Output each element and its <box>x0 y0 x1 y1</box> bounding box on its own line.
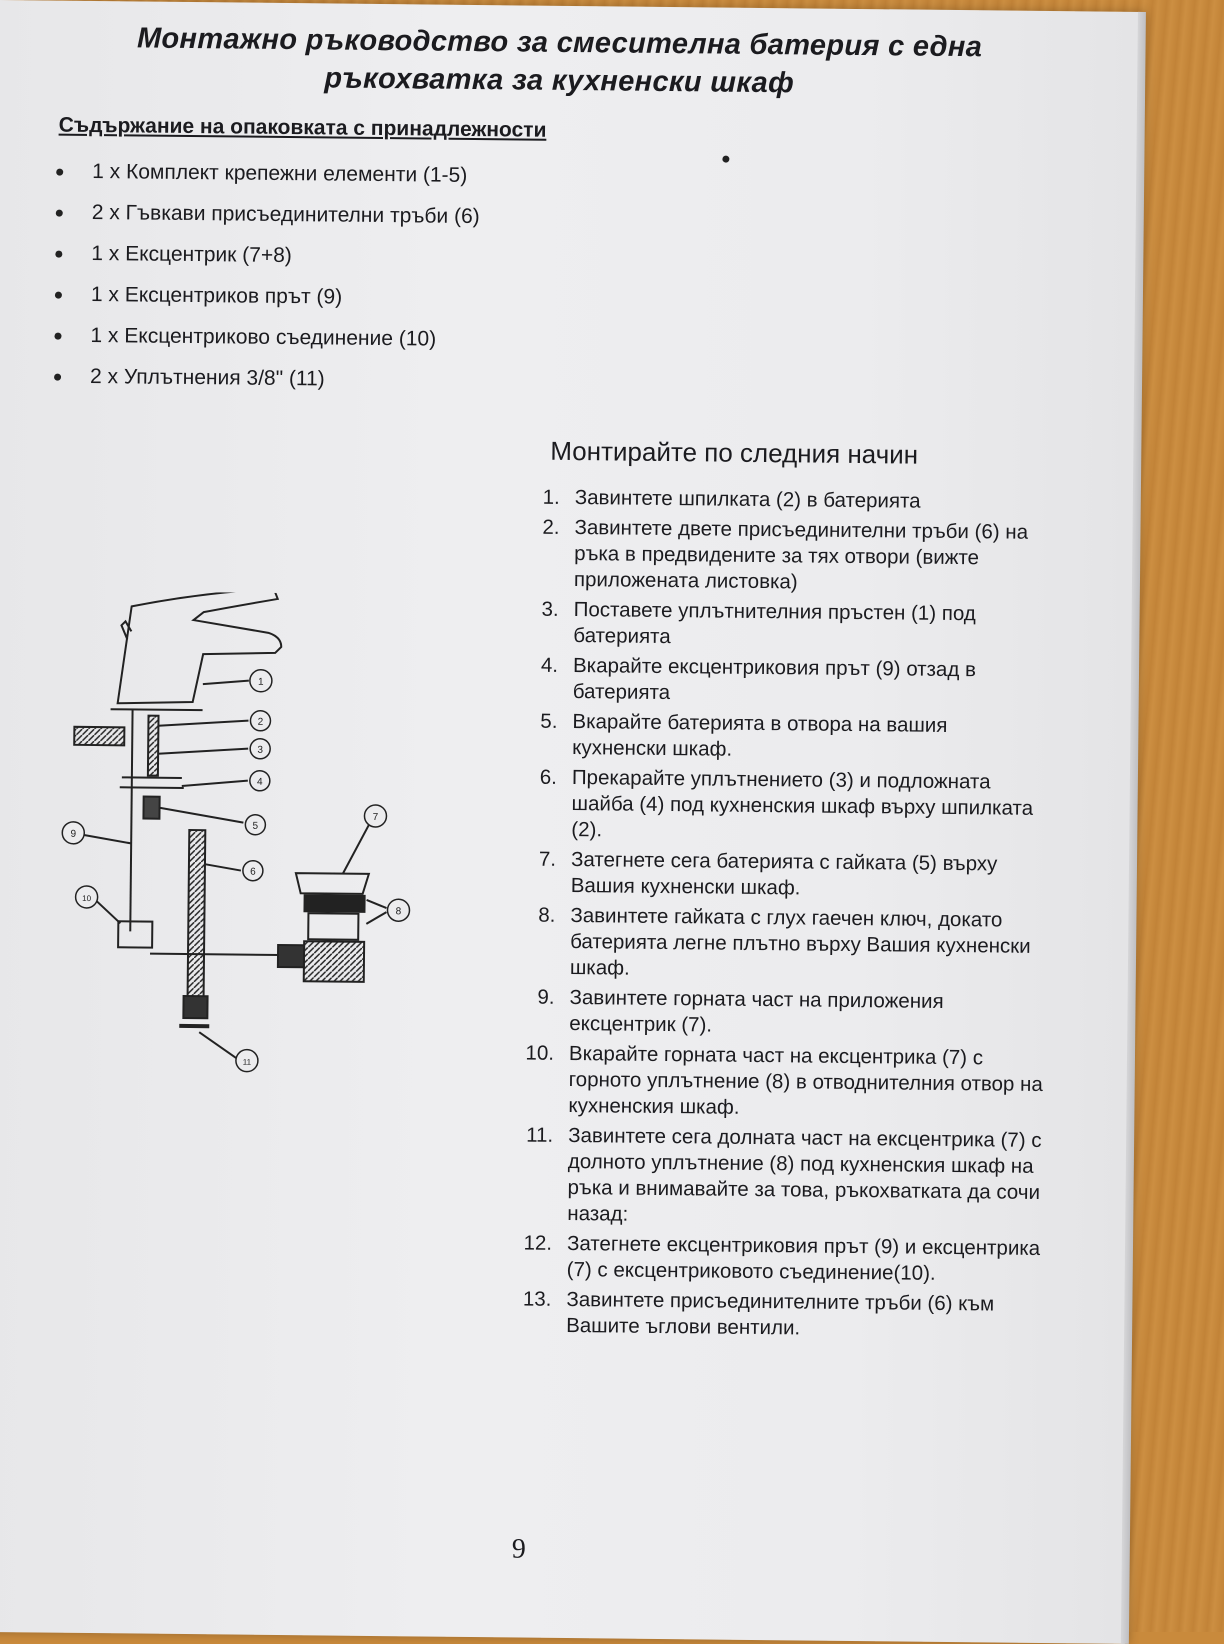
install-step: 6. Прекарайте уплътнението (3) и подложна… <box>506 764 1047 848</box>
callout-line <box>205 864 241 870</box>
step-text: Вкарайте горната част на ексцентрика (7)… <box>568 1041 1044 1124</box>
install-step: 10. Вкарайте горната част на ексцентрика … <box>503 1040 1044 1124</box>
callout-label: 11 <box>243 1058 252 1067</box>
step-number: 8. <box>505 902 555 929</box>
callout-label: 9 <box>70 829 76 840</box>
callout-line <box>96 901 120 923</box>
step-text: Вкарайте ексцентриковия прът (9) отзад в… <box>573 653 1049 710</box>
install-step: 7. Затегнете сега батерията с гайката (5)… <box>506 846 1047 904</box>
stray-mark <box>722 156 729 163</box>
step-number: 3. <box>509 596 559 623</box>
step-text: Завинтете шпилката (2) в батерията <box>575 485 1050 516</box>
callout-line <box>182 780 248 787</box>
callout-line <box>366 912 386 924</box>
callout-line <box>199 1032 237 1058</box>
callout-label: 8 <box>396 906 402 917</box>
contents-item: 1 х Ексцентрик (7+8) <box>47 241 479 287</box>
callout-line <box>367 900 387 908</box>
manual-page: Монтажно ръководство за смесителна батер… <box>0 0 1142 1644</box>
step-number: 13. <box>501 1286 551 1313</box>
hose-fitting <box>183 996 207 1018</box>
install-step: 1. Завинтете шпилката (2) в батерията <box>510 484 1050 516</box>
step-text: Поставете уплътнителния пръстен (1) под … <box>573 597 1049 654</box>
install-step: 12. Затегнете ексцентриковия прът (9) и е… <box>502 1230 1043 1288</box>
install-step: 8. Завинтете гайката с глух гаечен ключ, … <box>505 902 1046 986</box>
step-text: Завинтете двете присъединителни тръби (6… <box>574 515 1050 598</box>
eccentric-connector <box>118 921 152 947</box>
drain-side-fitting <box>278 945 304 967</box>
install-step: 5. Вкарайте батерията в отвора на вашия к… <box>507 708 1048 766</box>
flexible-hose <box>187 830 205 1010</box>
threaded-stud <box>148 716 159 776</box>
callout-line <box>158 748 248 755</box>
install-step: 13. Завинтете присъединителните тръби (6)… <box>501 1286 1042 1344</box>
callout-label: 1 <box>258 677 264 688</box>
step-number: 9. <box>504 984 554 1011</box>
faucet-assembly-diagram: 1 2 3 4 5 6 7 8 9 10 11 <box>48 591 453 1115</box>
step-number: 12. <box>502 1230 552 1257</box>
step-number: 4. <box>508 652 558 679</box>
page-title: Монтажно ръководство за смесителна батер… <box>99 19 1020 105</box>
drain-upper-seal <box>304 895 364 912</box>
step-number: 11. <box>503 1122 553 1149</box>
step-number: 7. <box>506 846 556 873</box>
callout-line <box>158 720 248 727</box>
drain-top <box>296 873 369 894</box>
step-number: 2. <box>509 514 559 541</box>
contents-item: 1 х Ексцентриков прът (9) <box>47 282 479 328</box>
step-text: Прекарайте уплътнението (3) и подложната… <box>571 765 1047 848</box>
washer <box>120 787 184 788</box>
install-heading: Монтирайте по следния начин <box>550 436 918 471</box>
contents-list: 1 х Комплект крепежни елементи (1-5) 2 х… <box>46 159 481 410</box>
callout-label: 4 <box>257 777 263 788</box>
page-content: Монтажно ръководство за смесителна батер… <box>0 0 1142 1644</box>
contents-item: 2 х Гъвкави присъединителни тръби (6) <box>47 200 479 246</box>
step-text: Затегнете сега батерията с гайката (5) в… <box>571 847 1047 904</box>
step-number: 6. <box>507 764 557 791</box>
step-number: 5. <box>507 708 557 735</box>
install-step: 4. Вкарайте ексцентриковия прът (9) отзад… <box>508 652 1049 710</box>
step-text: Затегнете ексцентриковия прът (9) и ексц… <box>567 1231 1043 1288</box>
step-text: Завинтете горната част на приложения екс… <box>569 985 1045 1042</box>
callout-line <box>203 680 249 684</box>
page-number: 9 <box>512 1533 526 1565</box>
contents-item: 1 х Комплект крепежни елементи (1-5) <box>48 159 480 205</box>
install-step: 2. Завинтете двете присъединителни тръби … <box>509 514 1050 598</box>
step-text: Завинтете присъединителните тръби (6) къ… <box>566 1287 1042 1344</box>
contents-item: 1 х Ексцентриково съединение (10) <box>46 323 478 369</box>
step-text: Завинтете гайката с глух гаечен ключ, до… <box>570 903 1046 986</box>
install-step: 9. Завинтете горната част на приложения е… <box>504 984 1045 1042</box>
counter-top-line <box>111 709 203 710</box>
install-steps: 1. Завинтете шпилката (2) в батерията 2. З… <box>501 484 1050 1348</box>
callout-line <box>159 808 243 823</box>
countertop-section <box>74 727 124 746</box>
contents-heading: Съдържание на опаковката с принадлежност… <box>59 114 547 143</box>
drain-lower-part <box>304 941 364 982</box>
callout-label: 2 <box>258 717 264 728</box>
step-number: 10. <box>504 1040 554 1067</box>
contents-item: 2 х Уплътнения 3/8" (11) <box>46 364 478 410</box>
eccentric-bar <box>150 954 280 955</box>
step-text: Завинтете сега долната част на ексцентри… <box>567 1123 1043 1232</box>
callout-line <box>343 824 370 874</box>
step-text: Вкарайте батерията в отвора на вашия кух… <box>572 709 1048 766</box>
drain-body <box>308 913 358 940</box>
callout-line <box>83 835 131 844</box>
callout-label: 6 <box>250 867 256 878</box>
callout-label: 7 <box>373 812 379 823</box>
callout-label: 3 <box>257 745 263 756</box>
callout-label: 10 <box>82 894 92 903</box>
eccentric-rod <box>130 709 132 931</box>
gasket <box>122 777 182 778</box>
nut <box>143 797 159 819</box>
install-step: 3. Поставете уплътнителния пръстен (1) по… <box>508 596 1049 654</box>
callout-label: 5 <box>253 821 259 832</box>
install-step: 11. Завинтете сега долната част на ексцен… <box>502 1122 1043 1232</box>
step-number: 1. <box>510 484 560 511</box>
